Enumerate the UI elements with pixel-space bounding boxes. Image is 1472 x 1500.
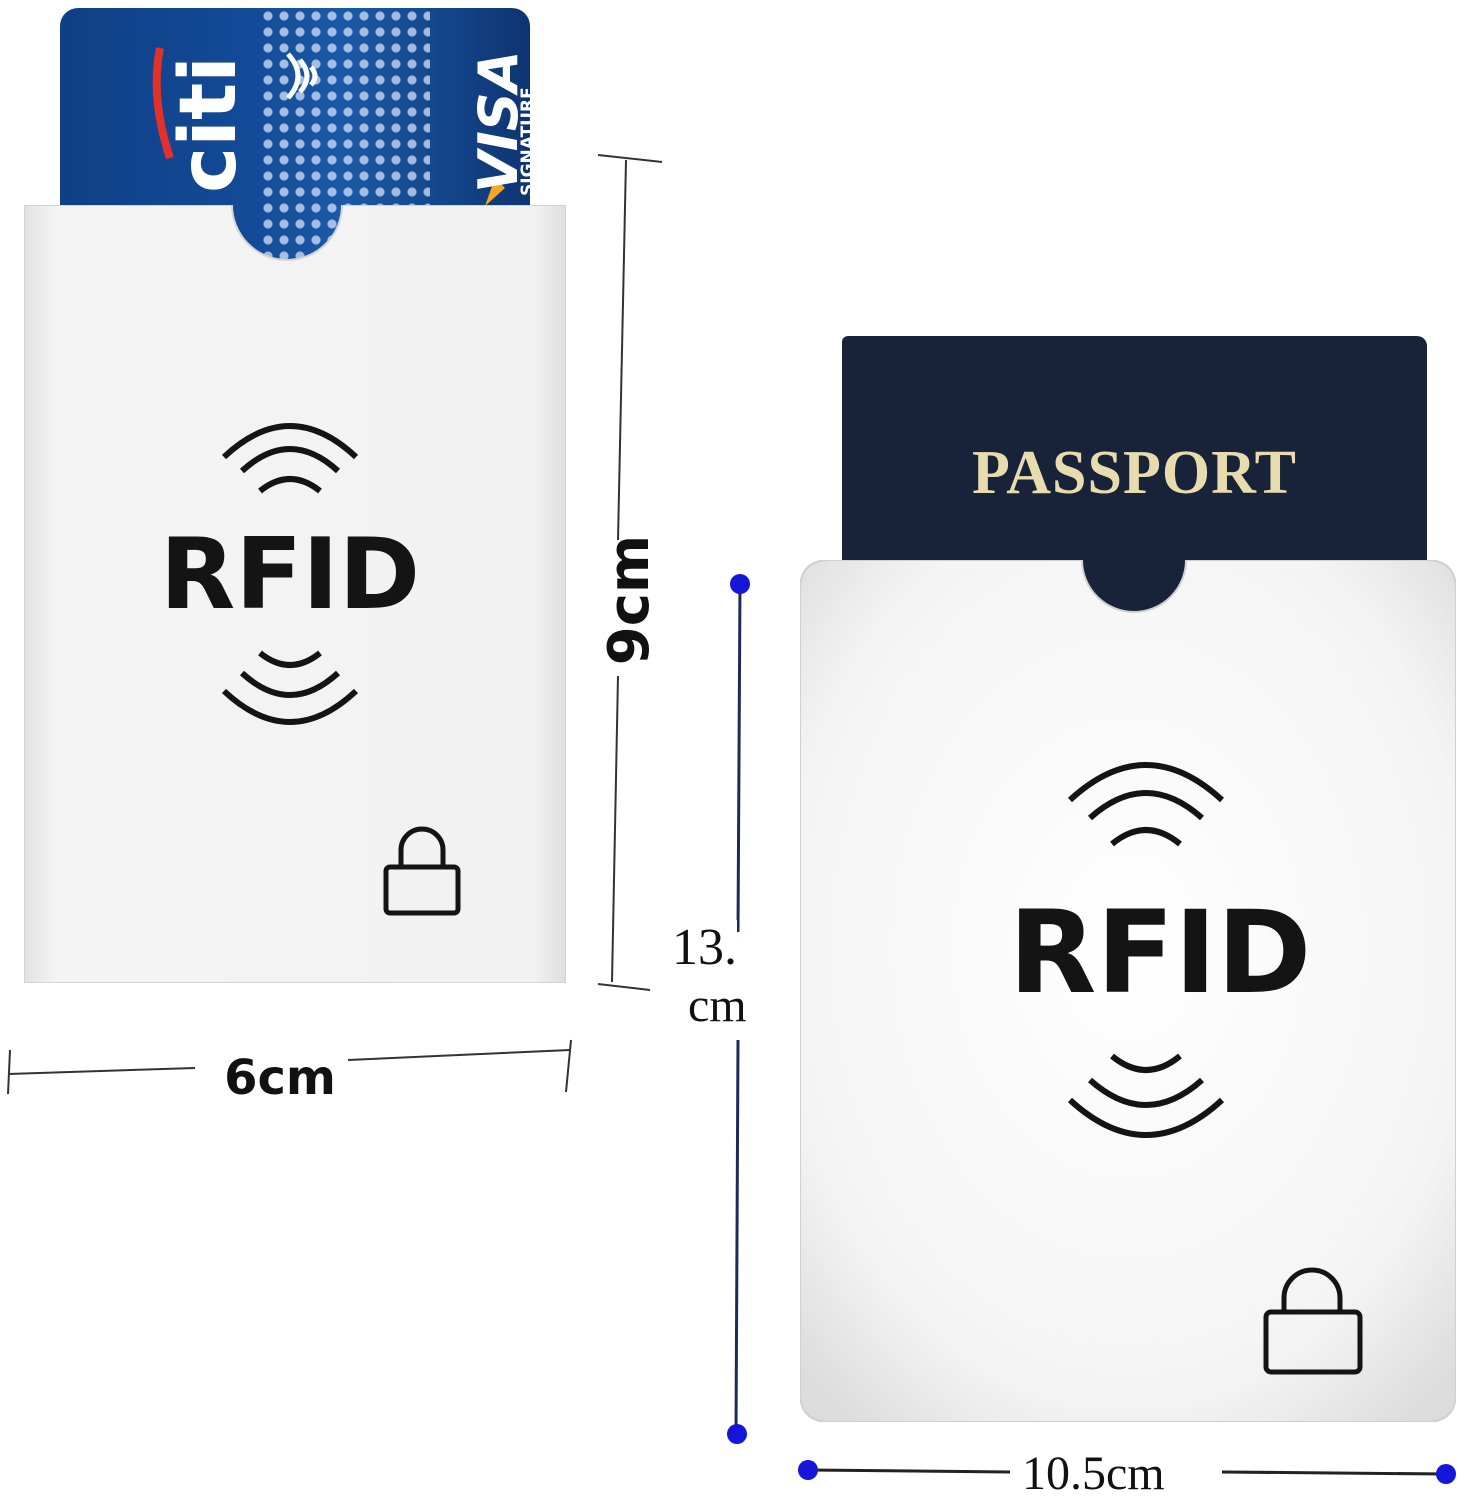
contactless-icon bbox=[286, 52, 318, 100]
signal-waves-icon bbox=[221, 650, 359, 725]
sleeve-rfid-label: RFID bbox=[159, 518, 421, 632]
card-bank-logo: citi bbox=[164, 56, 250, 193]
width-label: 10.5cm bbox=[1022, 1447, 1165, 1500]
height-label: 9cm bbox=[597, 534, 662, 666]
height-label-unit: cm bbox=[688, 979, 747, 1032]
width-label: 6cm bbox=[224, 1050, 336, 1106]
card-network-tier: SIGNATURE bbox=[518, 87, 530, 196]
height-label: 13. bbox=[672, 919, 737, 976]
citi-logo: citi bbox=[152, 47, 250, 193]
card-rfid-sleeve bbox=[24, 205, 566, 983]
lock-icon bbox=[383, 826, 461, 916]
signal-waves-icon bbox=[1067, 762, 1225, 847]
passport-rfid-sleeve bbox=[800, 560, 1456, 1422]
lock-icon bbox=[1263, 1267, 1363, 1375]
card-network-logo: VISA bbox=[467, 50, 530, 193]
visa-logo: VISA SIGNATURE bbox=[467, 50, 530, 206]
passport-title: PASSPORT bbox=[971, 439, 1298, 507]
sleeve-rfid-label: RFID bbox=[1008, 886, 1312, 1019]
signal-waves-icon bbox=[221, 423, 359, 494]
signal-waves-icon bbox=[1067, 1053, 1225, 1138]
